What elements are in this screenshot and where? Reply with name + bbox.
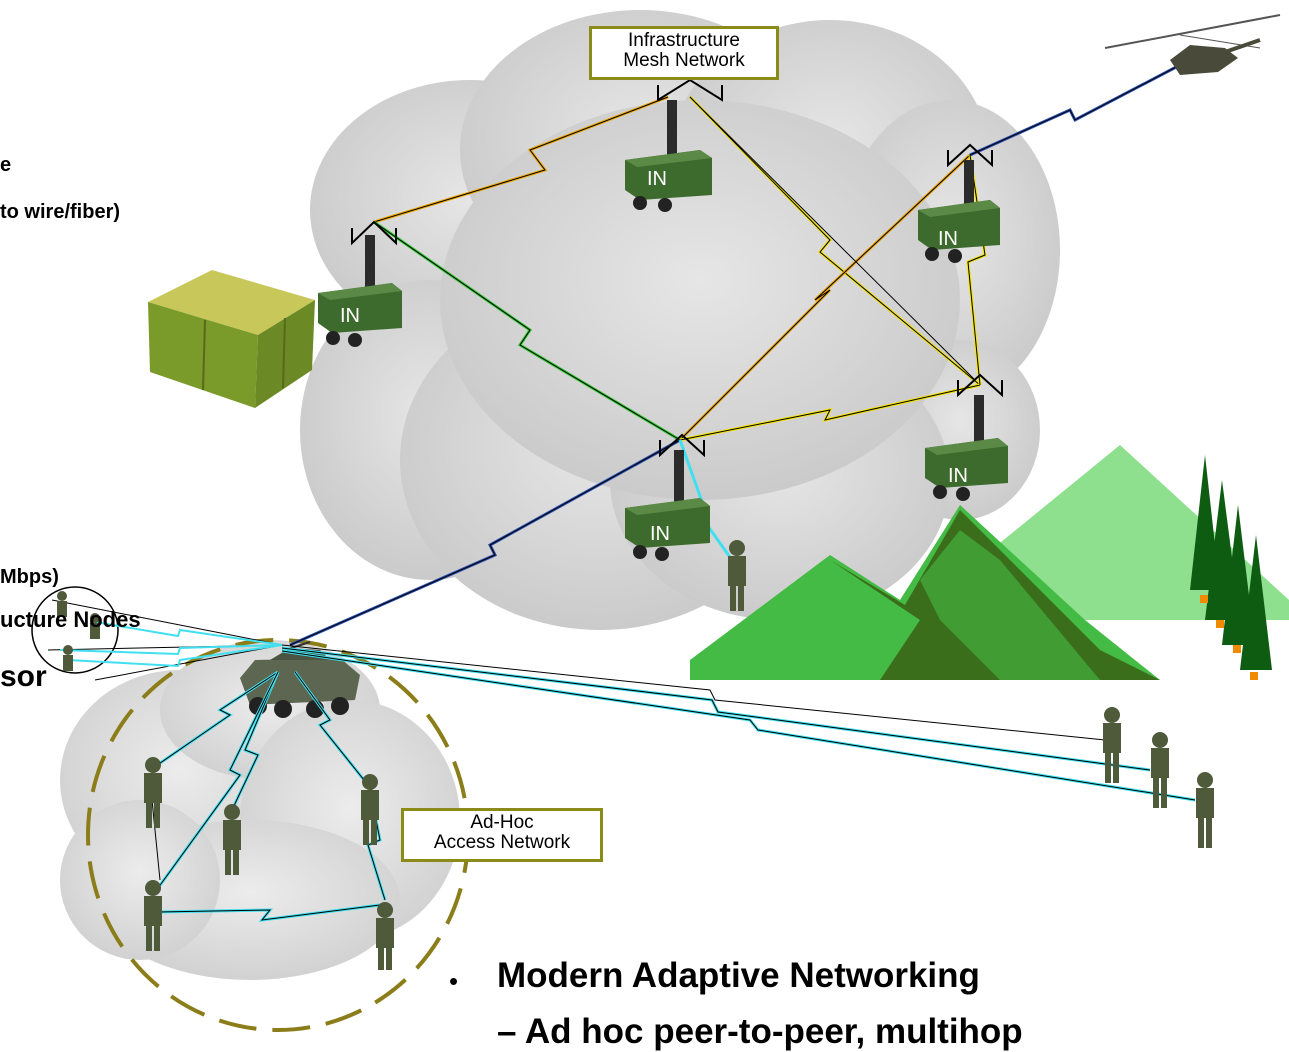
in-node-top: IN bbox=[625, 100, 712, 212]
left-fragment-2: to wire/fiber) bbox=[0, 201, 121, 223]
shelter-icon bbox=[148, 270, 315, 408]
left-fragment-5: sor bbox=[0, 660, 47, 693]
infrastructure-label-line2: Mesh Network bbox=[623, 50, 745, 71]
left-fragment-1: e bbox=[0, 154, 12, 176]
long-range-links bbox=[281, 644, 1196, 802]
bullet-main: Modern Adaptive Networking bbox=[497, 956, 980, 995]
sensor-cone bbox=[31, 586, 283, 681]
in-node-center: IN bbox=[625, 450, 710, 561]
helicopter-icon bbox=[1104, 14, 1281, 75]
adhoc-access-label: Ad-Hoc Access Network bbox=[401, 808, 603, 862]
in-node-right: IN bbox=[925, 395, 1008, 501]
svg-text:IN: IN bbox=[650, 523, 670, 545]
infrastructure-mesh-label: Infrastructure Mesh Network bbox=[589, 26, 779, 80]
antenna-icon bbox=[351, 78, 1003, 458]
mesh-links bbox=[289, 63, 1181, 647]
svg-text:IN: IN bbox=[647, 168, 667, 190]
in-node-top-right: IN bbox=[918, 160, 1000, 263]
in-node-left: IN bbox=[318, 235, 402, 347]
bullet-marker: • bbox=[449, 966, 459, 996]
adhoc-label-line2: Access Network bbox=[433, 832, 571, 853]
svg-text:IN: IN bbox=[948, 465, 968, 487]
svg-text:IN: IN bbox=[938, 228, 958, 250]
bullet-sub: – Ad hoc peer-to-peer, multihop bbox=[497, 1012, 1023, 1051]
left-fragment-4: ucture Nodes bbox=[0, 607, 141, 632]
adhoc-label-line1: Ad-Hoc bbox=[470, 812, 534, 833]
infrastructure-nodes: IN IN IN IN IN bbox=[318, 100, 1008, 561]
svg-text:IN: IN bbox=[340, 305, 360, 327]
infrastructure-label-line1: Infrastructure bbox=[628, 30, 740, 51]
soldier-icon bbox=[57, 540, 1214, 970]
tree-icon bbox=[1190, 455, 1272, 680]
left-fragment-3: Mbps) bbox=[0, 566, 59, 588]
